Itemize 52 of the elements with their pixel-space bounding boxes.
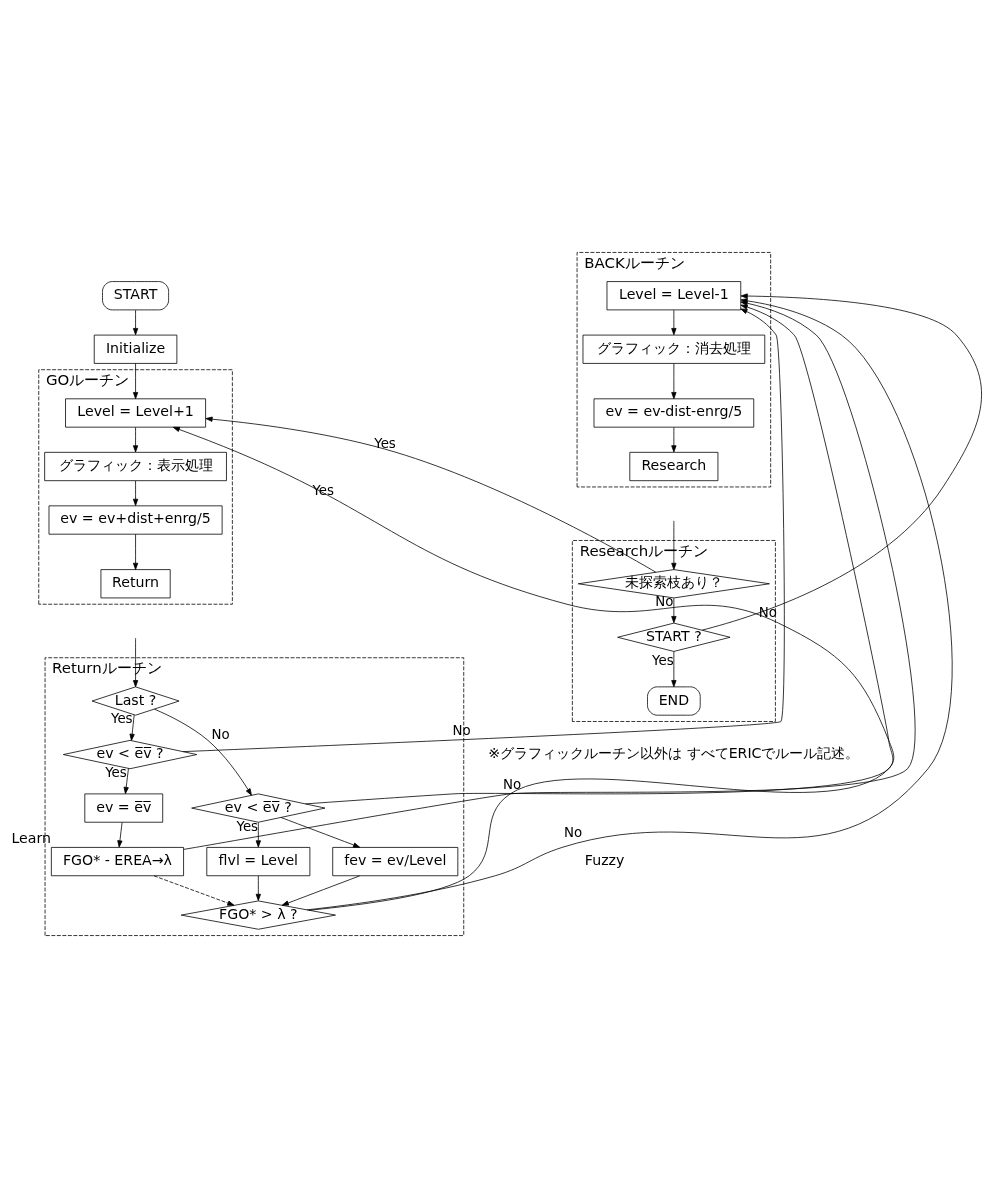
- node-box: flvl = Level: [206, 846, 311, 876]
- arrow: [172, 426, 895, 911]
- arrow: [132, 426, 139, 452]
- arrow: [671, 309, 677, 335]
- arrow: [255, 821, 261, 847]
- edge-label: No: [211, 726, 230, 742]
- arrow: [671, 650, 677, 687]
- arrow: [153, 875, 235, 906]
- node-box: グラフィック：消去処理: [582, 334, 766, 364]
- arrow: [132, 309, 139, 335]
- arrow: [255, 875, 261, 901]
- node-box: fev = ev/Level: [332, 846, 459, 876]
- arrow: [671, 426, 677, 452]
- arrow: [671, 519, 677, 570]
- arrow: [305, 304, 894, 804]
- arrow: [129, 714, 135, 741]
- node-box: Research: [629, 451, 719, 481]
- node-box: Initialize: [93, 334, 178, 364]
- node-box: START: [102, 280, 169, 310]
- arrow: [132, 480, 139, 506]
- arrow: [117, 821, 123, 847]
- node-box: Level = Level+1: [65, 397, 206, 428]
- arrow: [132, 362, 139, 399]
- edge-label: No: [563, 824, 583, 840]
- arrow: [205, 416, 657, 573]
- arrow: [123, 767, 129, 794]
- node-box: FGO* - EREA→λ: [50, 846, 184, 876]
- edge-label: Yes: [652, 652, 674, 668]
- node-box: ev = ev-dist-enrg/5: [593, 397, 755, 428]
- label: Fuzzy: [584, 851, 625, 868]
- edge-label: Yes: [374, 435, 396, 451]
- arrow: [132, 533, 139, 570]
- node-diamond: START ?: [617, 622, 731, 652]
- arrow: [154, 708, 252, 796]
- edge-label: No: [758, 604, 777, 620]
- node-label: Learn: [11, 829, 52, 846]
- node-box: Return: [100, 568, 171, 598]
- arrow: [182, 308, 785, 752]
- node-box: ev = e̅v̅: [84, 793, 164, 823]
- node-box: END: [647, 685, 701, 716]
- label: ※グラフィックルーチン以外は すべてERICでルール記述。: [488, 744, 860, 761]
- node-box: Level = Level-1: [606, 280, 742, 310]
- arrow: [281, 875, 361, 906]
- arrow: [671, 597, 677, 623]
- arrow: [280, 816, 361, 848]
- edge-label: Yes: [312, 482, 334, 497]
- arrow: [671, 362, 677, 399]
- node-box: グラフィック：表示処理: [44, 451, 227, 481]
- arrow: [701, 292, 982, 631]
- edge-label: No: [452, 722, 471, 738]
- node-box: ev = ev+dist+enrg/5: [48, 504, 223, 535]
- edge-label: No: [503, 776, 522, 792]
